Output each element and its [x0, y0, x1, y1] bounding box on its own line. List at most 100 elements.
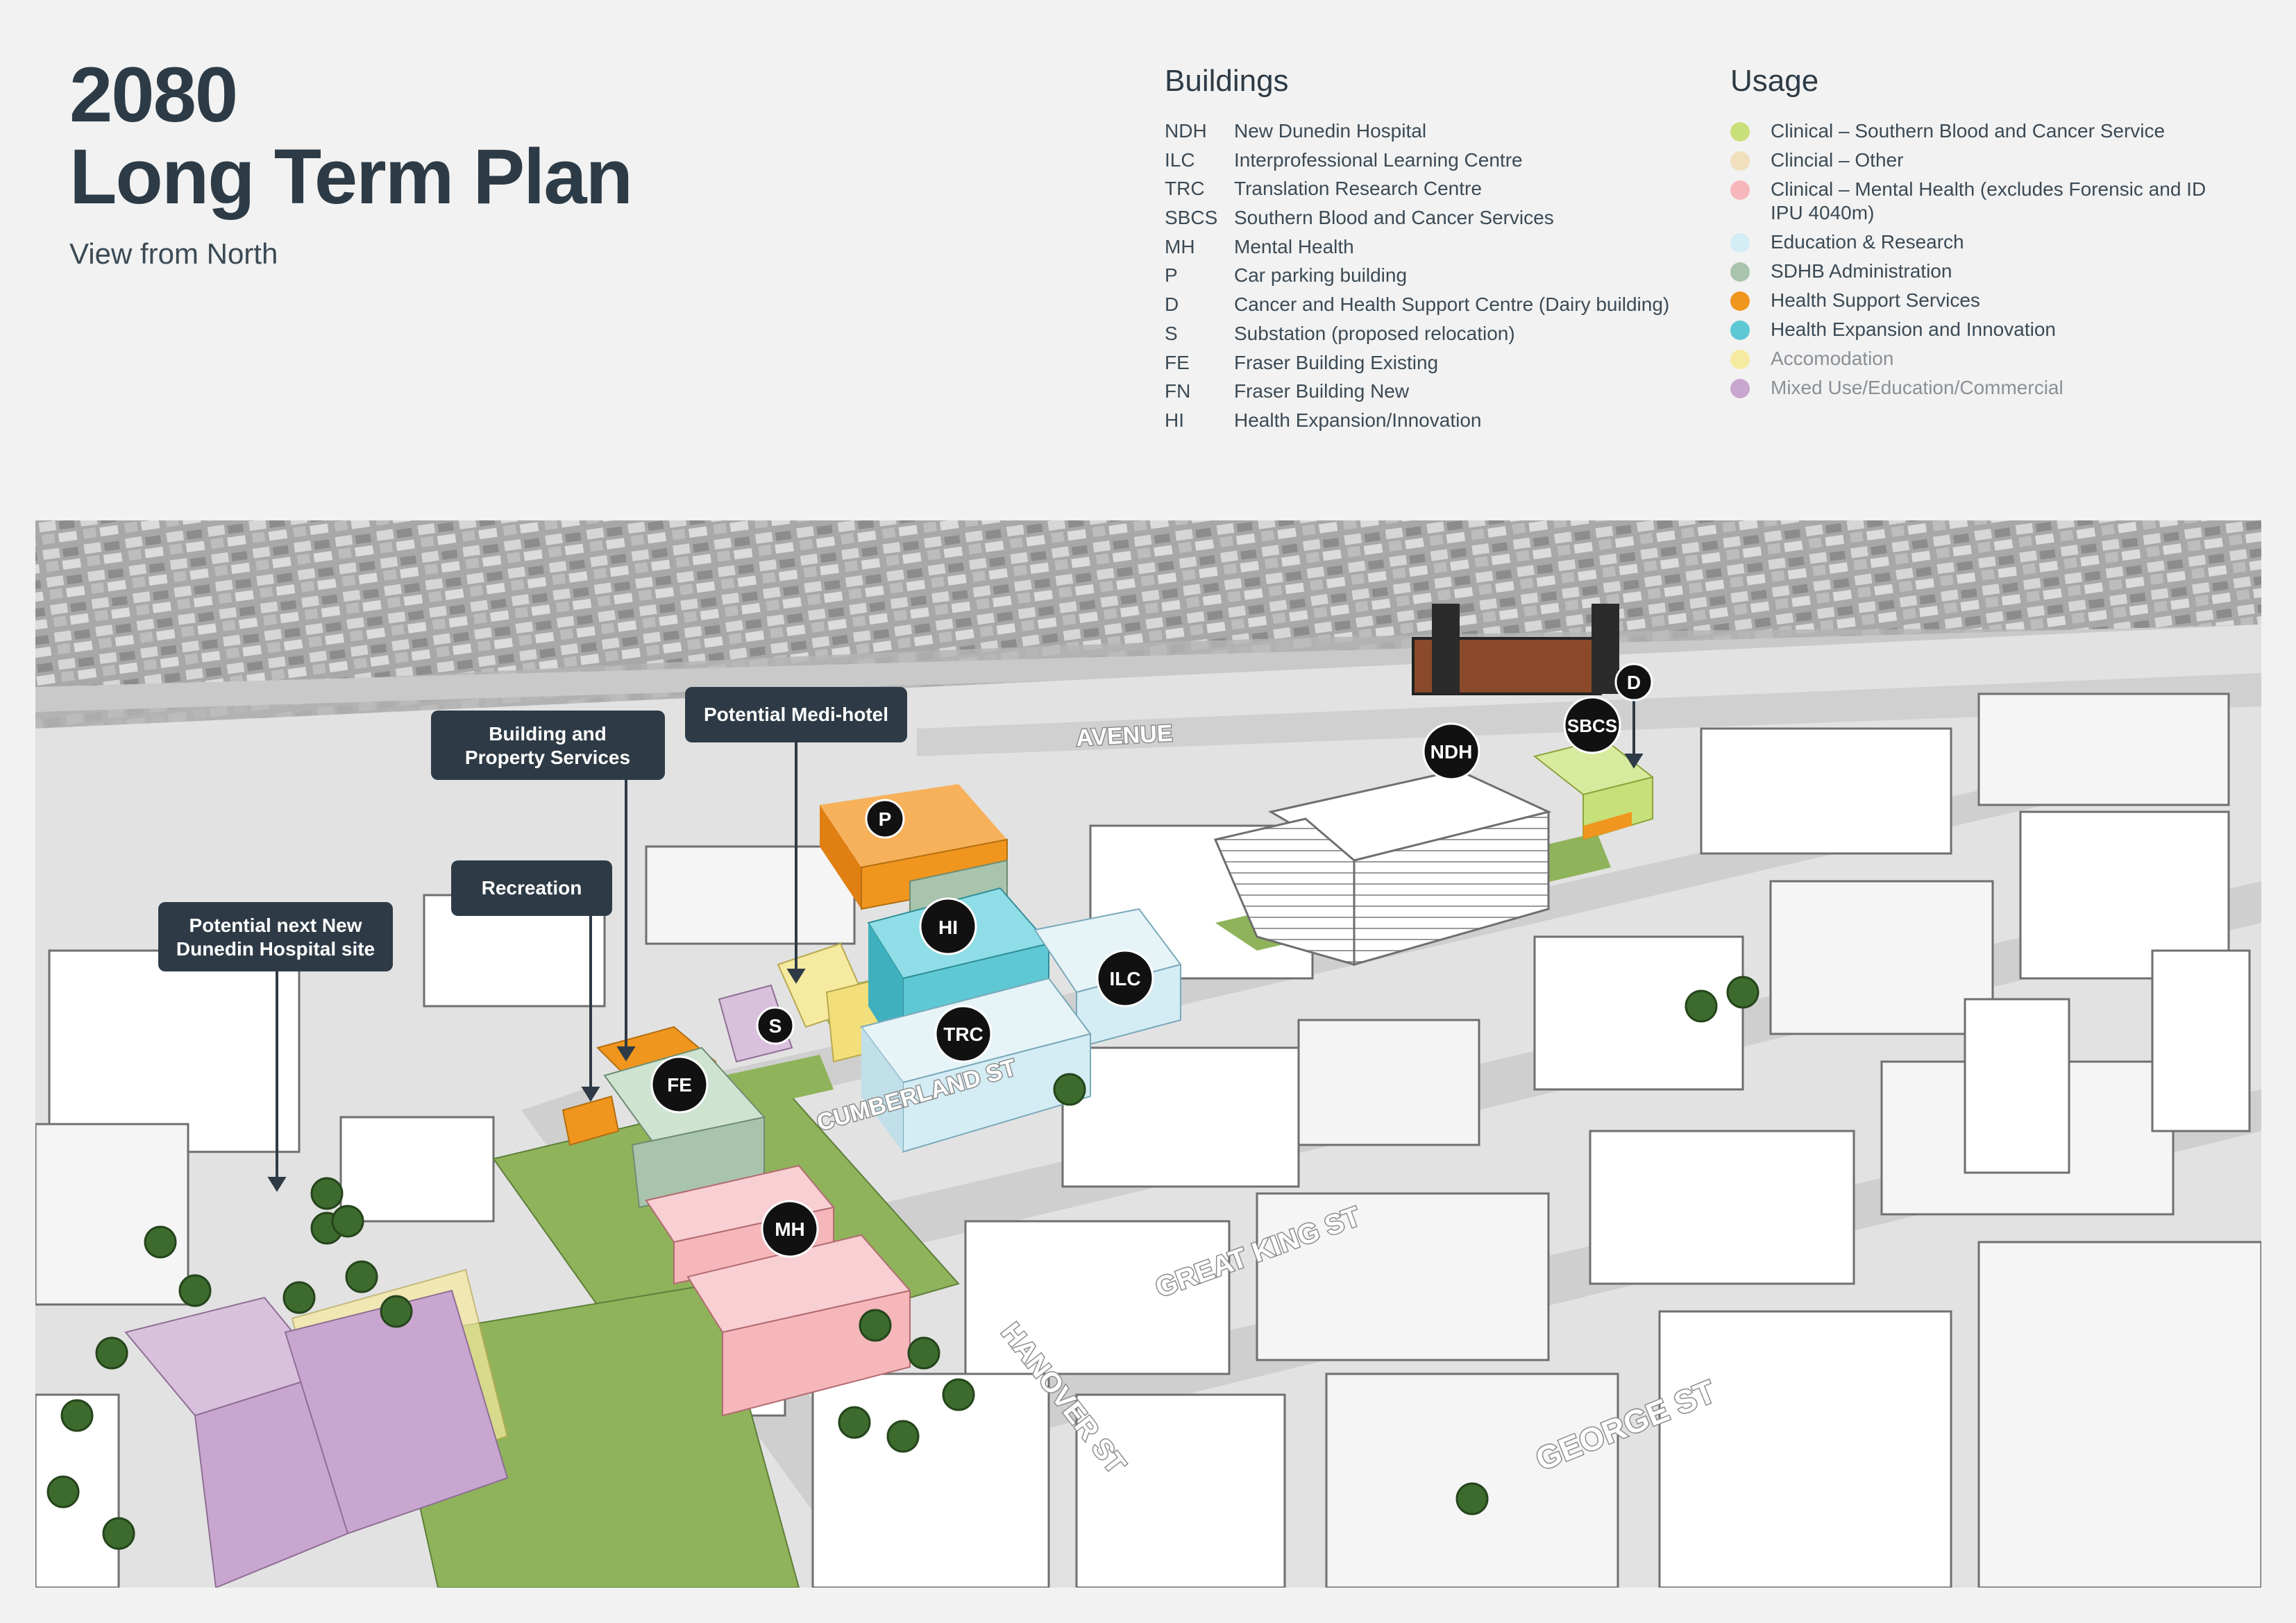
svg-text:Building and: Building and	[489, 723, 607, 745]
usage-label: Education & Research	[1771, 231, 1964, 253]
building-code: HI	[1165, 409, 1184, 431]
building-code: TRC	[1165, 178, 1205, 200]
building-name: Translation Research Centre	[1234, 178, 1482, 200]
usage-swatch	[1730, 180, 1750, 200]
callout-next-ndh: Potential next New Dunedin Hospital site	[158, 902, 393, 971]
street-label-avenue: AVENUE	[1075, 720, 1173, 751]
usage-label: Health Expansion and Innovation	[1771, 318, 2056, 340]
heritage-tower-left	[1432, 604, 1460, 694]
building-code: ILC	[1165, 148, 1195, 171]
page-title: 2080 Long Term Plan	[69, 51, 633, 220]
marker-d: D	[1614, 663, 1653, 702]
usage-swatch	[1730, 122, 1750, 142]
railway-corridor	[35, 624, 2261, 712]
tree	[102, 1517, 135, 1550]
building-name: Substation (proposed relocation)	[1234, 322, 1515, 344]
building-name: Health Expansion/Innovation	[1234, 409, 1482, 431]
heritage-tower-right	[1592, 604, 1619, 694]
marker-hi: HI	[919, 897, 977, 955]
usage-legend-row: Education & Research	[1730, 228, 2215, 257]
svg-text:P: P	[879, 808, 892, 830]
tree	[907, 1336, 940, 1370]
building-p	[820, 784, 1008, 917]
usage-label: Accomodation	[1771, 348, 1894, 369]
tree	[282, 1281, 316, 1314]
building-legend-row: D Cancer and Health Support Centre (Dairy…	[1165, 290, 1669, 319]
svg-text:D: D	[1627, 672, 1641, 693]
building-legend-row: MH Mental Health	[1165, 232, 1669, 262]
building-sbcs	[1533, 738, 1655, 841]
tree	[1685, 989, 1718, 1023]
tree	[859, 1309, 892, 1342]
building-name: Cancer and Health Support Centre (Dairy …	[1234, 294, 1670, 316]
building-name: New Dunedin Hospital	[1234, 120, 1427, 142]
usage-swatch	[1730, 321, 1750, 340]
marker-ilc: ILC	[1096, 949, 1154, 1008]
site-map: CUMBERLAND ST GREAT KING ST HANOVER ST G…	[35, 520, 2261, 1588]
building-legend-row: S Substation (proposed relocation)	[1165, 319, 1669, 348]
building-code: FN	[1165, 380, 1191, 402]
building-code: SBCS	[1165, 207, 1218, 229]
svg-text:MH: MH	[775, 1218, 805, 1240]
building-ndh	[1213, 769, 1552, 966]
usage-legend-row: SDHB Administration	[1730, 257, 2215, 286]
buildings-legend-heading: Buildings	[1165, 64, 1289, 98]
usage-legend-row: Accomodation	[1730, 344, 2215, 373]
usage-swatch	[1730, 233, 1750, 253]
building-code: D	[1165, 294, 1179, 316]
usage-swatch	[1730, 262, 1750, 282]
usage-legend-row: Mixed Use/Education/Commercial	[1730, 373, 2215, 402]
marker-trc: TRC	[934, 1005, 993, 1063]
page-subtitle: View from North	[69, 237, 278, 270]
usage-swatch	[1730, 291, 1750, 311]
usage-legend-row: Health Expansion and Innovation	[1730, 315, 2215, 344]
building-next-ndh	[124, 1268, 509, 1588]
building-code: MH	[1165, 235, 1195, 257]
building-code: NDH	[1165, 120, 1207, 142]
svg-text:S: S	[769, 1015, 782, 1037]
building-code: S	[1165, 322, 1178, 344]
tree	[838, 1406, 871, 1439]
svg-text:FE: FE	[667, 1074, 692, 1096]
svg-text:Dunedin Hospital site: Dunedin Hospital site	[176, 938, 375, 960]
building-name: Mental Health	[1234, 235, 1354, 257]
building-code: P	[1165, 264, 1178, 287]
usage-legend: Clinical – Southern Blood and Cancer Ser…	[1730, 117, 2215, 402]
usage-label: Clinical – Southern Blood and Cancer Ser…	[1771, 120, 2166, 142]
callout-recreation: Recreation	[451, 860, 612, 916]
usage-label: Clinical – Mental Health (excludes Foren…	[1771, 178, 2206, 223]
building-legend-row: SBCS Southern Blood and Cancer Services	[1165, 203, 1669, 232]
marker-p: P	[865, 799, 905, 839]
title-line-1: 2080	[69, 51, 238, 138]
tree	[144, 1225, 177, 1259]
tree	[1053, 1073, 1086, 1106]
svg-text:Potential next New: Potential next New	[189, 915, 362, 936]
title-line-2: Long Term Plan	[69, 133, 633, 220]
tree	[345, 1260, 378, 1293]
building-name: Car parking building	[1234, 264, 1408, 287]
svg-text:TRC: TRC	[943, 1023, 984, 1045]
building-name: Fraser Building Existing	[1234, 351, 1439, 373]
tree	[380, 1295, 413, 1328]
usage-swatch	[1730, 350, 1750, 369]
usage-label: Health Support Services	[1771, 289, 1980, 311]
trees	[47, 976, 1759, 1550]
usage-swatch	[1730, 379, 1750, 398]
svg-text:ILC: ILC	[1109, 968, 1140, 989]
tree	[1726, 976, 1759, 1009]
usage-legend-heading: Usage	[1730, 64, 1819, 98]
svg-text:SBCS: SBCS	[1567, 715, 1617, 736]
usage-legend-row: Health Support Services	[1730, 286, 2215, 315]
building-name: Southern Blood and Cancer Services	[1234, 207, 1554, 229]
callout-pointers	[267, 687, 1644, 1192]
svg-text:HI: HI	[938, 917, 958, 938]
marker-ndh: NDH	[1422, 722, 1480, 781]
svg-text:Property Services: Property Services	[465, 747, 630, 768]
callout-medi-hotel: Potential Medi-hotel	[685, 687, 907, 742]
svg-text:Potential Medi-hotel: Potential Medi-hotel	[704, 704, 888, 725]
svg-text:Recreation: Recreation	[482, 877, 582, 899]
